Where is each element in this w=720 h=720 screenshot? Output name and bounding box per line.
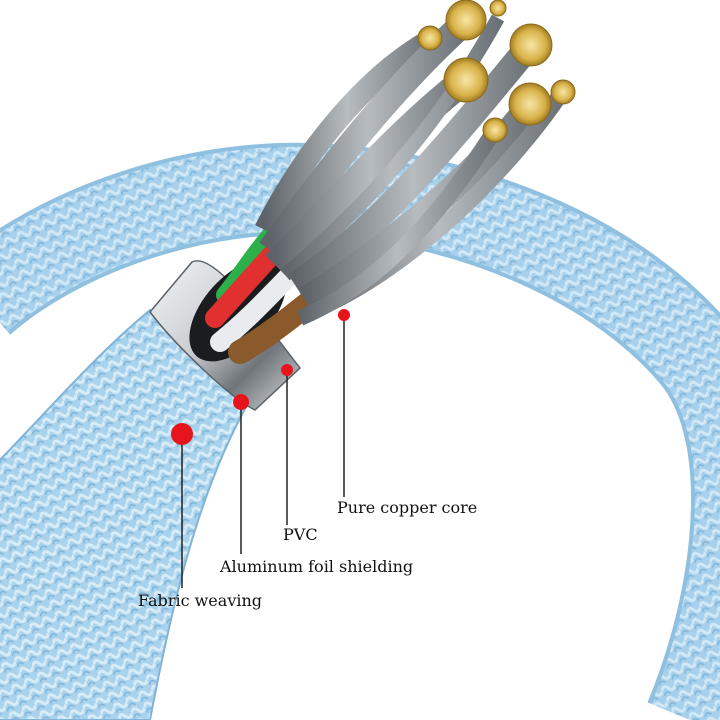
- label-pure-copper-core: Pure copper core: [337, 498, 478, 517]
- marker-dot-copper: [338, 309, 350, 321]
- marker-dot-pvc: [281, 364, 293, 376]
- label-pvc: PVC: [283, 525, 318, 544]
- marker-dots: [171, 309, 350, 445]
- copper-wire-ends: [417, 0, 576, 143]
- label-aluminum-foil-shielding: Aluminum foil shielding: [220, 557, 414, 576]
- twisted-strands: [255, 12, 569, 326]
- leader-lines: [181, 315, 345, 588]
- cable-loop: [0, 142, 720, 720]
- label-fabric-weaving: Fabric weaving: [138, 591, 263, 610]
- marker-dot-fabric: [171, 423, 193, 445]
- marker-dot-foil: [233, 394, 249, 410]
